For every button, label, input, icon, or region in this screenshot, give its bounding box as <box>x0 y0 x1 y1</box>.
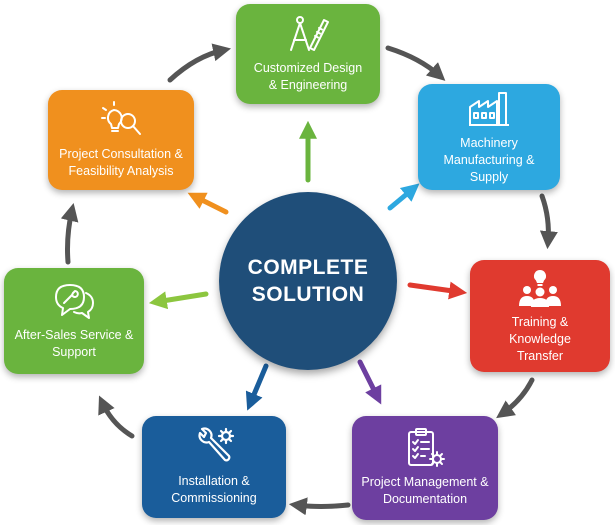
node-project-management-label-1: Project Management & <box>361 475 489 489</box>
center-title-line2: SOLUTION <box>251 283 365 306</box>
node-after-sales-label-2: Support <box>52 345 96 359</box>
lightbulb-magnifier-icon <box>101 101 141 135</box>
cycle-arrow-project-management-to-installation <box>288 497 351 516</box>
cycle-arrow-design-to-manufacturing <box>385 45 446 81</box>
spoke-arrow-after-sales <box>148 291 209 310</box>
node-installation: Installation & Commissioning <box>142 416 286 518</box>
speech-wrench-icon <box>55 284 94 319</box>
clipboard-gear-icon <box>408 428 445 467</box>
node-training-label-3: Transfer <box>516 348 564 363</box>
node-installation-label-2: Commissioning <box>171 491 257 505</box>
node-machinery-manufacturing-label-1: Machinery <box>460 135 518 150</box>
node-customized-design-label-1: Customized Design <box>253 61 363 75</box>
node-training-label-1: Training & <box>511 314 569 329</box>
node-machinery-manufacturing-label-2: Manufacturing & <box>443 152 535 167</box>
cycle-arrow-training-to-project-management <box>496 377 535 419</box>
factory-icon <box>469 91 509 126</box>
node-project-consultation-label-2: Feasibility Analysis <box>68 164 174 178</box>
node-project-management-label-2: Documentation <box>382 492 468 506</box>
cycle-arrow-manufacturing-to-training <box>539 193 558 250</box>
node-training-label-2: Knowledge <box>509 331 571 346</box>
node-machinery-manufacturing-label-3: Supply <box>469 169 509 184</box>
node-machinery-manufacturing: Machinery Manufacturing & Supply <box>418 84 560 190</box>
cycle-arrow-consultation-to-design <box>167 43 232 83</box>
wrench-gear-icon <box>198 427 235 462</box>
node-after-sales: After-Sales Service & Support <box>4 268 144 374</box>
spoke-arrow-consultation <box>187 192 229 215</box>
spoke-arrow-project-management <box>357 359 382 405</box>
cycle-arrow-installation-to-after-sales <box>98 395 135 439</box>
node-after-sales-label-1: After-Sales Service & <box>14 328 134 342</box>
spoke-arrow-installation <box>245 363 269 411</box>
center-title-line1: COMPLETE <box>247 256 369 279</box>
node-project-consultation-label-1: Project Consultation & <box>59 147 183 161</box>
node-training: Training & Knowledge Transfer <box>470 260 610 372</box>
cycle-arrow-after-sales-to-consultation <box>60 202 79 265</box>
compass-ruler-icon <box>290 16 329 51</box>
node-project-consultation: Project Consultation & Feasibility Analy… <box>48 90 194 190</box>
people-lightbulb-icon <box>519 269 561 307</box>
node-installation-label-1: Installation & <box>178 474 250 488</box>
node-project-management: Project Management & Documentation <box>352 416 498 520</box>
center-circle: COMPLETE SOLUTION <box>219 192 397 370</box>
spoke-arrow-training <box>407 281 468 300</box>
spoke-arrow-manufacturing <box>387 183 420 211</box>
node-customized-design-label-2: & Engineering <box>268 78 348 92</box>
node-customized-design: Customized Design & Engineering <box>236 4 380 104</box>
